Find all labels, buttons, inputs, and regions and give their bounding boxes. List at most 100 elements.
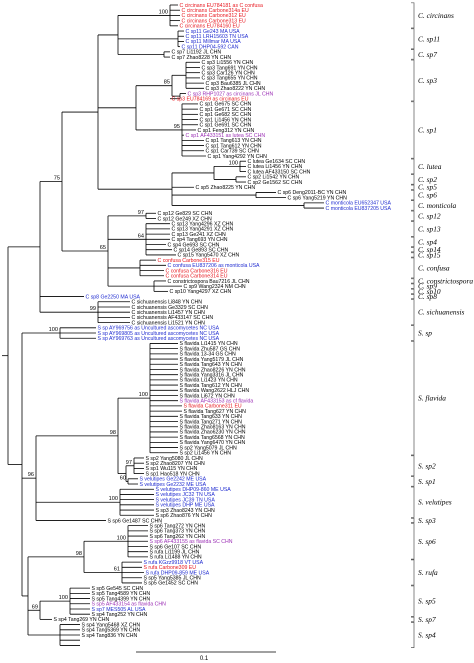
tip-label: C circinans EU784160 EU	[180, 24, 241, 30]
clade-label: S. rufa	[418, 568, 438, 577]
tip-label: S sp6 Tang272 YN CHN	[150, 523, 206, 529]
tip-label: C sp4 Tang693 YN CHN	[172, 237, 228, 243]
clade-bracket	[411, 236, 415, 248]
tip-label: C sp1 Feng312 YN CHN	[198, 128, 255, 134]
tip-label: S rufa KGzz9918 VT USA	[144, 560, 204, 566]
bootstrap-value: 97	[138, 210, 144, 216]
clade-bracket	[411, 184, 415, 190]
clade-label: C. sp2	[418, 175, 437, 184]
tip-label: C sp15 Yang5470 XZ CHN	[178, 253, 240, 259]
tip-label: C sichuanensis AF433147 SC CHN	[132, 315, 214, 321]
tip-label: S sp2 Li1456 YN CHN	[180, 451, 232, 457]
tip-label: C sp3 RHP1027 as circinans JL CHN	[188, 91, 274, 97]
tip-label: S flavida Zhao6230 YN CHN	[180, 430, 246, 436]
tip-label: C sichuanensis Li1521 YN CHN	[132, 320, 206, 326]
clade-label: C. monticola	[418, 201, 456, 210]
clade-label: C. lutea	[418, 162, 442, 171]
clade-label: C. sp14	[418, 245, 441, 254]
tip-label: C sp3 Zhao8222 YN CHN	[206, 86, 266, 92]
tip-label: S velutipes JC32 TN USA	[156, 492, 216, 498]
tip-label: C monticola EU652347 USA	[326, 201, 392, 207]
clade-bracket	[411, 299, 415, 326]
tip-label: C monticola EU837205 USA	[326, 206, 392, 212]
tip-label: S flavida Yang5179 JL CHN	[180, 357, 244, 363]
clade-bracket	[411, 325, 415, 341]
tip-label: S flavida Zhao8163 YN CHN	[180, 425, 246, 431]
bootstrap-value: 96	[28, 472, 34, 478]
clade-label: S. sp	[418, 329, 432, 338]
clade-label: C. sp6	[418, 191, 437, 200]
tip-label: S sp2 Yang5079 JL CHN	[180, 445, 238, 451]
clade-label: S. sp1	[418, 477, 436, 486]
tip-label: S sp5 Ge545 SC CHN	[92, 586, 144, 592]
tip-label: S flavida Tang6568 YN CHN	[180, 435, 246, 441]
tip-label: S sp4 Yang5468 XZ CHN	[82, 622, 141, 628]
tip-label: S sp6 Ge1487 SC CHN	[108, 518, 163, 524]
tip-label: S sp AY969763 as Uncultured ascomycetes …	[98, 336, 220, 342]
tip-label: S sp6 Tang373 YN CHN	[150, 529, 206, 535]
clade-bracket	[411, 257, 415, 279]
clade-bracket	[411, 455, 415, 477]
scale-bar-label: 0.1	[200, 656, 209, 662]
bootstrap-value: 100	[59, 595, 68, 601]
tip-label: C sp1 AF433151 as lutea SC CHN	[186, 133, 266, 139]
tip-label: S flavida Zhu587 GS CHN	[180, 346, 241, 352]
tip-label: C sp3 Tang691 YN CHN	[202, 65, 258, 71]
tip-label: S sp2 Zhao8207 YN CHN	[146, 461, 206, 467]
clade-bracket	[411, 101, 415, 159]
bootstrap-value: 97	[126, 460, 132, 466]
tip-label: S velutipes DHP09-860 ME USA	[156, 487, 232, 493]
tip-label: C sp7 Zhao8228 YN CHN	[172, 55, 232, 61]
bootstrap-value: 100	[109, 496, 118, 502]
clade-label: S. velutipes	[418, 498, 452, 507]
clade-label: S. sp3	[418, 516, 436, 525]
clade-bracket	[411, 59, 415, 102]
tip-label: S sp6 Zhao876 YN CHN	[156, 513, 213, 519]
clade-label: C. sp10	[418, 287, 441, 296]
tip-label: C lutea Ge1634 SC CHN	[248, 159, 306, 165]
clade-bracket	[411, 559, 415, 586]
tip-label: C sp12 Ge829 SC CHN	[158, 211, 213, 217]
clade-bracket	[411, 189, 415, 201]
tip-label: S sp AY969756 as Uncultured ascomycetes …	[98, 326, 220, 332]
tip-label: C sp1 Li1456 YN CHN	[200, 117, 252, 123]
tip-label: C confusa Carbone316 EU	[166, 268, 228, 274]
tip-label: C sp4 Ge693 SC CHN	[168, 242, 220, 248]
clade-label: C. sichuanensis	[418, 308, 465, 317]
tip-label: C sp1 Tang612 YN CHN	[206, 143, 262, 149]
tip-label: S velutipes Ge2232 ME USA	[140, 482, 207, 488]
clade-bracket	[411, 247, 415, 253]
clade-label: S. sp6	[418, 537, 436, 546]
tip-label: S flavida Tang271 YN CHN	[180, 419, 243, 425]
tip-label: C sp1 Ge671 SC CHN	[200, 107, 252, 113]
tip-label: S sp3 Zhao8243 YN CHN	[156, 508, 216, 514]
clade-bracket	[411, 585, 415, 617]
tip-label: S sp5 Tang4589 YN CHN	[92, 591, 151, 597]
bootstrap-value: 100	[139, 392, 148, 398]
tip-label: C sp3 Car126 YN CHN	[202, 70, 255, 76]
tip-label: C sp1 Yang4292 YN CHN	[208, 154, 268, 160]
clade-label: C. sp8	[418, 292, 437, 301]
tip-label: C sp11 LRH15603 TN USA	[186, 34, 249, 40]
tree-branches	[2, 4, 324, 646]
clade-bracket	[411, 616, 415, 622]
clade-label: S. sp7	[418, 615, 436, 624]
clade-label: C. sp5	[418, 183, 437, 192]
tip-label: S flavida Tang612 YN CHN	[180, 383, 243, 389]
clade-bracket	[411, 252, 415, 258]
bootstrap-value: 85	[164, 80, 170, 86]
clade-label: C. circinans	[418, 11, 454, 20]
tip-label: C sp3 Bau6385 JL CHN	[206, 81, 261, 87]
tip-label: C sp3 EU784169 as circinans EU	[172, 97, 249, 103]
tip-label: S flavida Li1415 YN CHN	[180, 341, 238, 347]
tip-label: S sp5 Ge1452 SC CHN	[144, 581, 199, 587]
clade-bracket	[411, 523, 415, 560]
bootstrap-value: 98	[110, 430, 116, 436]
tip-label: C sp6 Deng2011-BC YN CHN	[278, 190, 347, 196]
tip-label: S sp1 Hao518 YN CHN	[146, 471, 200, 477]
tip-label: C sp1 Car739 SC CHN	[206, 149, 260, 155]
clade-bracket	[411, 486, 415, 518]
clade-label: S. sp2	[418, 461, 436, 470]
bootstrap-value: 65	[100, 245, 106, 251]
